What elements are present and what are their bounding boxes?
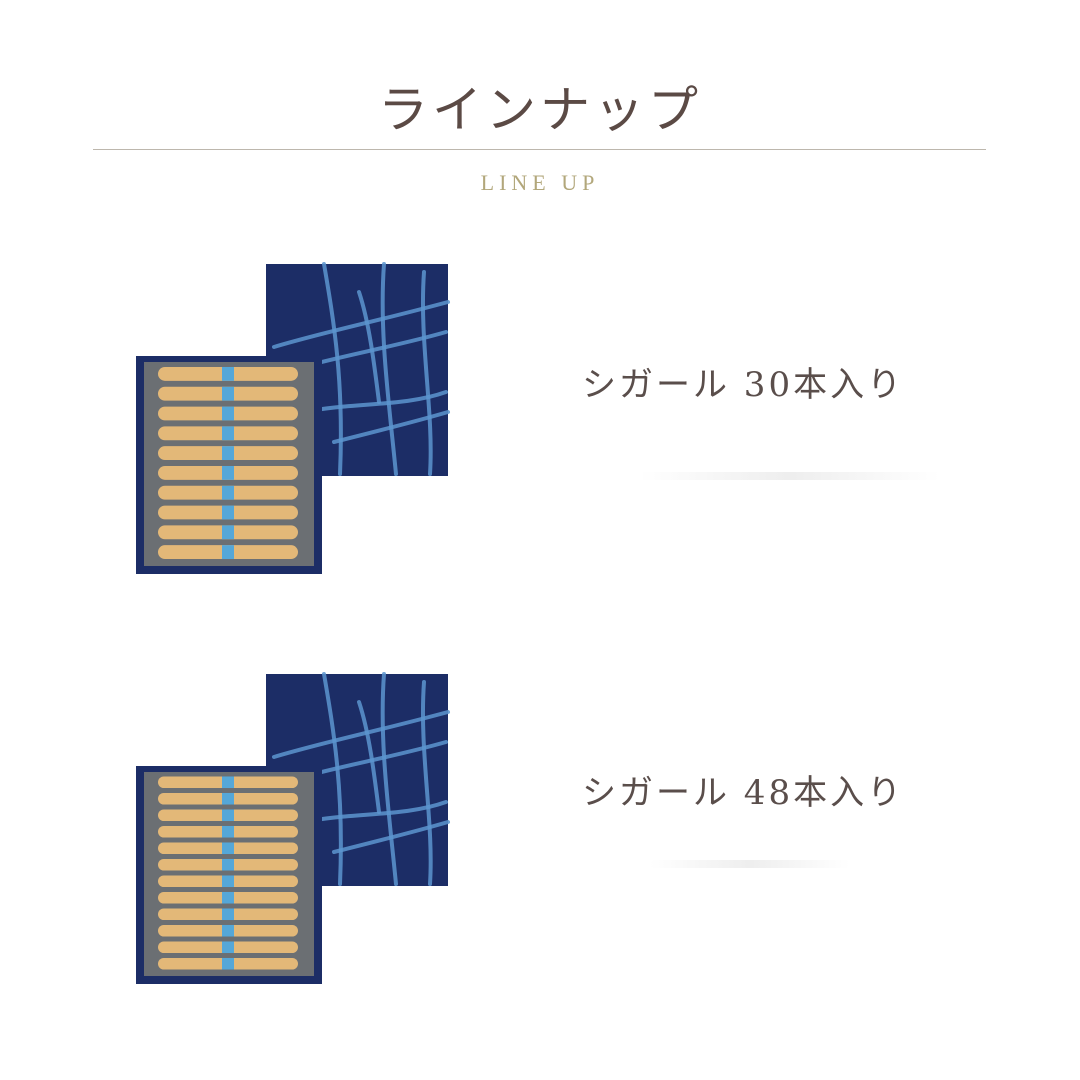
lid-pattern-stroke: [357, 700, 381, 814]
cookie-band: [222, 366, 234, 381]
lid-pattern-stroke: [420, 680, 433, 886]
cookie-band: [222, 858, 234, 871]
cookie-band: [222, 485, 234, 500]
cookie-band: [222, 809, 234, 822]
cookie-band: [222, 941, 234, 954]
divider: [650, 860, 850, 868]
product-image-box-48[interactable]: [134, 672, 454, 990]
cookie-band: [222, 875, 234, 888]
lid-pattern-stroke: [420, 270, 433, 476]
page-title: ラインナップ: [378, 81, 702, 139]
divider: [640, 472, 940, 480]
product-image-box-30[interactable]: [134, 262, 454, 580]
lid-pattern-stroke: [380, 262, 398, 476]
cookie-band: [222, 505, 234, 520]
product-item-48[interactable]: シガール 48本入り: [0, 672, 1080, 1002]
cookie-band: [222, 908, 234, 921]
title-divider: [93, 149, 986, 150]
page-subtitle: LINE UP: [480, 170, 600, 195]
cookie-band: [222, 924, 234, 937]
cookie-band: [222, 465, 234, 480]
lid-pattern-stroke: [357, 290, 381, 404]
cookie-band: [222, 386, 234, 401]
cookie-band: [222, 891, 234, 904]
cookie-band: [222, 957, 234, 970]
lid-pattern-stroke: [380, 672, 398, 886]
lid-pattern-stroke: [332, 410, 450, 444]
cookie-band: [222, 792, 234, 805]
cookie-band: [222, 545, 234, 560]
cookie-band: [222, 842, 234, 855]
cookie-band: [222, 406, 234, 421]
product-item-30[interactable]: シガール 30本入り: [0, 262, 1080, 592]
cookie-band: [222, 825, 234, 838]
cookie-band: [222, 426, 234, 441]
lid-pattern-stroke: [332, 820, 450, 854]
cookie-band: [222, 446, 234, 461]
cookie-band: [222, 776, 234, 789]
product-label: シガール 30本入り: [582, 365, 905, 405]
cookie-band: [222, 525, 234, 540]
product-label: シガール 48本入り: [582, 773, 905, 813]
